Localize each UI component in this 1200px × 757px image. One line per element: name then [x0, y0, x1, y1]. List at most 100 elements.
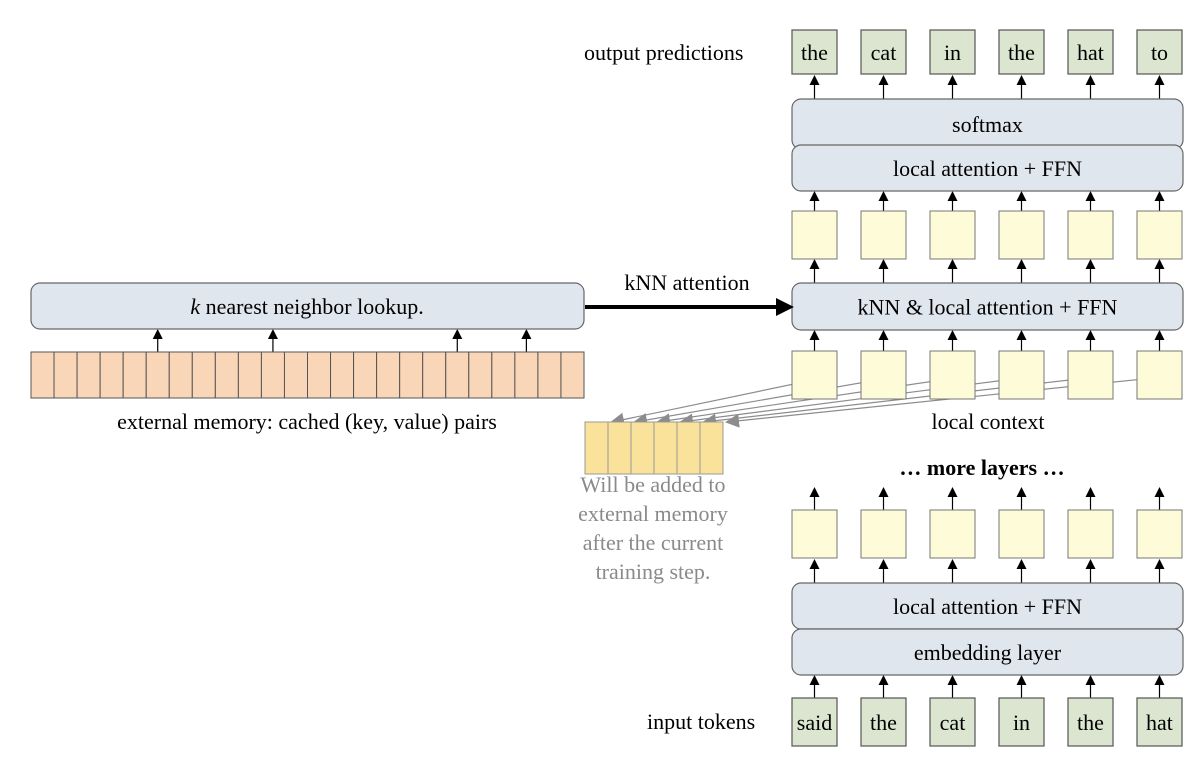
pending-memory-cell — [676, 421, 701, 475]
memory-cell — [353, 351, 378, 399]
embedding-label: embedding layer — [914, 640, 1062, 665]
memory-cell — [376, 351, 401, 399]
upper-state-box — [1067, 210, 1114, 260]
pending-note-line-1: Will be added to — [580, 472, 725, 497]
local-context-state-box — [929, 350, 976, 400]
output-token-text: hat — [1077, 40, 1104, 65]
pending-note-line-3: after the current — [583, 530, 723, 555]
knn-attention-label: kNN attention — [624, 270, 749, 295]
output-token-row: the cat in the hat to — [791, 29, 1183, 75]
output-predictions-label: output predictions — [584, 40, 743, 65]
input-token-box — [929, 697, 976, 747]
input-token-text: the — [1077, 710, 1104, 735]
pending-memory-cell — [607, 421, 632, 475]
input-token-text: the — [870, 710, 897, 735]
memory-cell — [491, 351, 516, 399]
input-token-box — [791, 697, 838, 747]
memory-cell — [283, 351, 309, 399]
knn-local-attention-label: kNN & local attention + FFN — [858, 295, 1118, 320]
upper-state-box — [860, 210, 907, 260]
knn-lookup-block — [30, 282, 585, 330]
lower-state-box — [1067, 509, 1114, 559]
memory-cell — [53, 351, 78, 399]
memory-cell — [168, 351, 193, 399]
top-local-attention-block — [791, 144, 1184, 192]
softmax-label: softmax — [952, 112, 1023, 137]
input-token-text: hat — [1146, 710, 1173, 735]
knn-lookup-label: k nearest neighbor lookup. — [190, 294, 423, 319]
memory-cell — [237, 351, 262, 399]
local-context-state-box — [860, 350, 907, 400]
output-token-text: to — [1151, 40, 1168, 65]
pending-note-line-4: training step. — [596, 559, 711, 584]
local-context-state-box — [791, 350, 838, 400]
pending-memory-cell — [584, 421, 609, 475]
output-token-text: in — [944, 40, 961, 65]
input-token-box — [860, 697, 907, 747]
input-token-row: said the cat in the hat — [791, 697, 1183, 747]
pending-memory-cell — [653, 421, 678, 475]
memory-cell — [468, 351, 493, 399]
more-layers-label: … more layers … — [899, 455, 1064, 480]
flow-arrows — [152, 75, 1165, 698]
pending-memory-cell — [699, 421, 724, 475]
pending-note-line-2: external memory — [578, 501, 728, 526]
lower-state-box — [791, 509, 838, 559]
external-memory-label: external memory: cached (key, value) pai… — [117, 409, 497, 434]
memory-write-line — [702, 374, 1114, 428]
input-tokens-label: input tokens — [647, 709, 755, 734]
local-context-label: local context — [931, 409, 1044, 434]
lower-state-box — [1136, 509, 1183, 559]
top-local-attention-label: local attention + FFN — [893, 156, 1082, 181]
output-token-box — [1067, 29, 1114, 75]
knn-lookup-k: k — [190, 294, 201, 319]
upper-state-box — [1136, 210, 1183, 260]
memory-cell — [30, 351, 55, 399]
memory-cell — [214, 351, 239, 399]
memory-cell — [307, 351, 332, 399]
local-context-state-box — [1136, 350, 1183, 400]
output-token-text: the — [1008, 40, 1035, 65]
output-token-box — [791, 29, 838, 75]
upper-state-box — [791, 210, 838, 260]
input-token-box — [1136, 697, 1183, 747]
memory-cell — [260, 351, 285, 399]
upper-state-box — [998, 210, 1045, 260]
output-token-text: cat — [871, 40, 897, 65]
bottom-local-attention-label: local attention + FFN — [893, 594, 1082, 619]
memory-cell — [445, 351, 470, 399]
layer-blocks: softmax local attention + FFN kNN & local … — [30, 98, 1184, 676]
memory-cell — [514, 351, 539, 399]
input-token-text: said — [797, 710, 832, 735]
pending-memory-cell — [630, 421, 655, 475]
memory-cell — [76, 351, 101, 399]
memory-cell — [537, 351, 562, 399]
pending-memory-row — [584, 421, 724, 475]
embedding-block — [791, 628, 1184, 676]
memory-cell — [399, 351, 424, 399]
lower-state-box — [860, 509, 907, 559]
local-context-state-box — [1067, 350, 1114, 400]
output-token-box — [1136, 29, 1183, 75]
output-token-text: the — [801, 40, 828, 65]
lower-state-box — [998, 509, 1045, 559]
memory-cell — [122, 351, 147, 399]
memory-cell — [560, 351, 585, 399]
knn-lookup-text: nearest neighbor lookup. — [200, 294, 424, 319]
input-token-text: cat — [940, 710, 966, 735]
input-token-box — [1067, 697, 1114, 747]
external-memory-row — [30, 351, 585, 399]
input-token-box — [998, 697, 1045, 747]
hidden-state-rows — [791, 210, 1183, 559]
memory-cell — [145, 351, 170, 399]
lower-state-box — [929, 509, 976, 559]
output-token-box — [998, 29, 1045, 75]
upper-state-box — [929, 210, 976, 260]
output-token-box — [929, 29, 976, 75]
memory-cell — [99, 351, 124, 399]
memory-cell — [422, 351, 447, 399]
output-token-box — [860, 29, 907, 75]
input-token-text: in — [1013, 710, 1030, 735]
